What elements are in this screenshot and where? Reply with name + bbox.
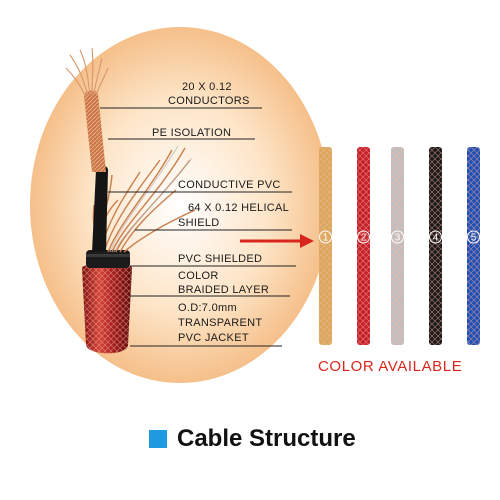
color-samples: 1 2 3 4 5 [319, 147, 480, 345]
sample-number-4-circle [429, 230, 442, 244]
sample-cable-2: 2 [357, 147, 370, 345]
label-conductors-line2: CONDUCTORS [168, 95, 250, 107]
sample-cable-3: 3 [391, 147, 404, 345]
sample-cable-4: 4 [429, 147, 442, 345]
color-available-caption: COLOR AVAILABLE [318, 358, 462, 375]
label-conductive-pvc: CONDUCTIVE PVC [178, 179, 281, 191]
arrow-head-icon [300, 234, 314, 248]
sample-number-3-circle [391, 230, 404, 244]
pe-isolation-tube [84, 90, 106, 172]
sample-number-5-circle [467, 230, 480, 244]
sample-number-2: 2 [361, 233, 367, 244]
label-jacket-line1: O.D:7.0mm [178, 302, 237, 314]
label-helical-line1: 64 X 0.12 HELICAL [188, 202, 289, 214]
label-jacket-line2: TRANSPARENT [178, 317, 262, 329]
sample-number-2-circle [357, 230, 370, 244]
sample-number-1: 1 [323, 233, 329, 244]
blue-square-icon [149, 430, 167, 448]
conductive-pvc-core [92, 165, 108, 252]
sample-cable-5: 5 [467, 147, 480, 345]
label-pvc-shielded: PVC SHIELDED [178, 253, 262, 265]
label-braided-line2: BRAIDED LAYER [178, 284, 269, 296]
label-helical-line2: SHIELD [178, 217, 220, 229]
label-pe-isolation: PE ISOLATION [152, 127, 231, 139]
sample-number-5: 5 [471, 233, 477, 244]
pvc-shield-band [86, 250, 130, 268]
label-jacket-line3: PVC JACKET [178, 332, 249, 344]
arrow-to-samples [240, 234, 314, 248]
sample-cable-1: 1 [319, 147, 332, 345]
cable-illustration [65, 47, 196, 354]
label-conductors-line1: 20 X 0.12 [182, 81, 232, 93]
sample-number-3: 3 [395, 233, 401, 244]
inner-conductors [65, 47, 109, 98]
sample-number-4: 4 [433, 233, 439, 244]
footer-title-row: Cable Structure [149, 424, 356, 454]
page-title: Cable Structure [177, 425, 356, 452]
label-braided-line1: COLOR [178, 270, 219, 282]
layer-labels: 20 X 0.12 CONDUCTORS PE ISOLATION CONDUC… [152, 81, 289, 344]
leader-lines [100, 107, 296, 347]
sample-number-1-circle [319, 230, 332, 244]
